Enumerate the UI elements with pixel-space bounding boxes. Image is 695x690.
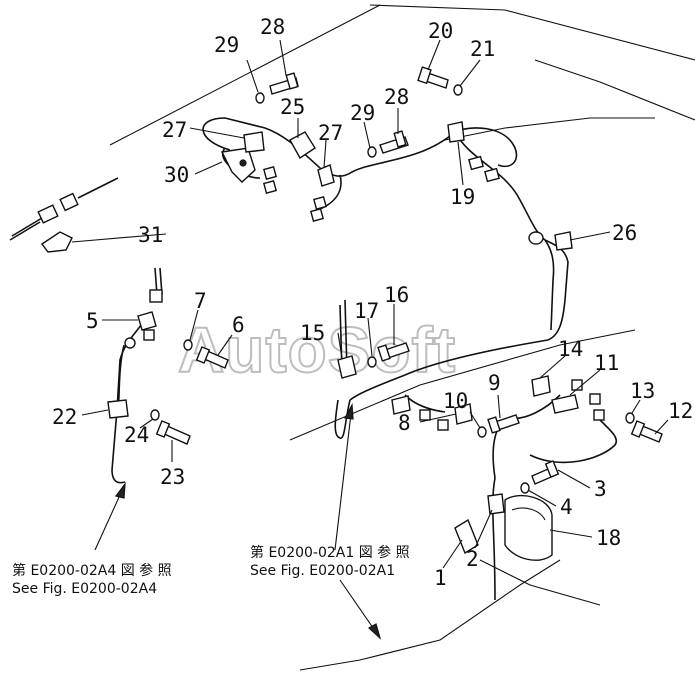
callout-29a: 29 bbox=[214, 33, 239, 57]
callout-8: 8 bbox=[398, 411, 411, 435]
callout-28b: 28 bbox=[384, 85, 409, 109]
callout-20: 20 bbox=[428, 19, 453, 43]
reference-left-en: See Fig. E0200-02A4 bbox=[12, 581, 157, 597]
callout-22: 22 bbox=[52, 405, 77, 429]
callout-6: 6 bbox=[232, 313, 245, 337]
callout-25: 25 bbox=[280, 95, 305, 119]
reference-left-jp: 第 E0200-02A4 図 参 照 bbox=[12, 562, 172, 579]
callout-28a: 28 bbox=[260, 15, 285, 39]
callout-24: 24 bbox=[124, 423, 149, 447]
callout-3: 3 bbox=[594, 477, 607, 501]
callout-9: 9 bbox=[488, 371, 501, 395]
callout-7: 7 bbox=[194, 289, 207, 313]
callout-31: 31 bbox=[138, 223, 163, 247]
callout-19: 19 bbox=[450, 185, 475, 209]
callout-16: 16 bbox=[384, 283, 409, 307]
callout-11: 11 bbox=[594, 351, 619, 375]
body-outline bbox=[109, 4, 695, 671]
reference-arrows bbox=[94, 402, 382, 640]
callout-13: 13 bbox=[630, 379, 655, 403]
callout-27b: 27 bbox=[318, 121, 343, 145]
callout-4: 4 bbox=[560, 495, 573, 519]
watermark: AutoSoft bbox=[178, 314, 456, 386]
callout-10: 10 bbox=[443, 389, 468, 413]
callout-12: 12 bbox=[668, 399, 693, 423]
callout-29b: 29 bbox=[350, 101, 375, 125]
callout-14: 14 bbox=[558, 337, 583, 361]
callout-21: 21 bbox=[470, 37, 495, 61]
callout-23: 23 bbox=[160, 465, 185, 489]
callout-30: 30 bbox=[164, 163, 189, 187]
callout-27a: 27 bbox=[162, 118, 187, 142]
callout-2: 2 bbox=[466, 547, 479, 571]
reference-right-jp: 第 E0200-02A1 図 参 照 bbox=[250, 544, 410, 561]
callout-1: 1 bbox=[434, 566, 447, 590]
callout-17: 17 bbox=[354, 299, 379, 323]
callout-15: 15 bbox=[300, 321, 325, 345]
callout-26: 26 bbox=[612, 221, 637, 245]
callouts: 1 2 3 4 5 6 7 8 9 10 11 12 13 14 15 16 1… bbox=[52, 15, 693, 590]
reference-right-en: See Fig. E0200-02A1 bbox=[250, 563, 395, 579]
leader-lines bbox=[71, 39, 669, 569]
callout-5: 5 bbox=[86, 309, 99, 333]
components bbox=[37, 66, 663, 561]
figure-references: 第 E0200-02A4 図 参 照 See Fig. E0200-02A4 第… bbox=[12, 544, 410, 597]
callout-18: 18 bbox=[596, 526, 621, 550]
